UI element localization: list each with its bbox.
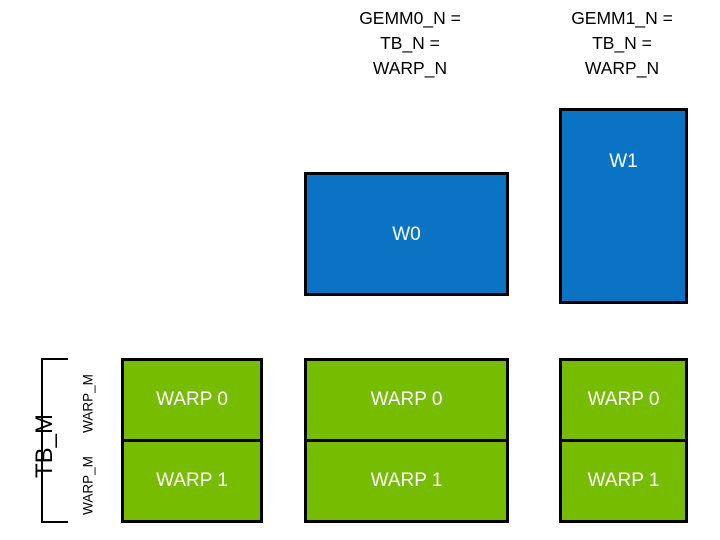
green-column-2: WARP 0 WARP 1 (304, 358, 509, 523)
tb-m-bracket (41, 358, 68, 523)
blue-tile-w0-label: W0 (392, 223, 421, 245)
tb-m-label: TB_M (31, 414, 58, 479)
green-cell-col1-warp0: WARP 0 (124, 361, 260, 442)
green-cell-col2-warp1: WARP 1 (370, 470, 443, 491)
header-gemm1-n: GEMM1_N = TB_N = WARP_N (571, 8, 673, 78)
blue-tile-w1-label: W1 (609, 150, 638, 172)
green-column-1: WARP 0 WARP 1 (121, 358, 263, 523)
green-column-3: WARP 0 WARP 1 (559, 358, 688, 523)
green-cell-col1-warp1: WARP 1 (156, 470, 228, 491)
blue-tile-w1: W1 (559, 108, 688, 304)
warp-m-label-top: WARP_M (80, 374, 96, 433)
warp-m-label-bottom: WARP_M (80, 456, 96, 515)
blue-tile-w0: W0 (304, 172, 509, 296)
green-cell-col2-warp0: WARP 0 (307, 361, 506, 442)
green-cell-col3-warp1: WARP 1 (587, 470, 660, 491)
green-cell-col3-warp0: WARP 0 (562, 361, 685, 442)
header-gemm0-n: GEMM0_N = TB_N = WARP_N (359, 8, 461, 78)
